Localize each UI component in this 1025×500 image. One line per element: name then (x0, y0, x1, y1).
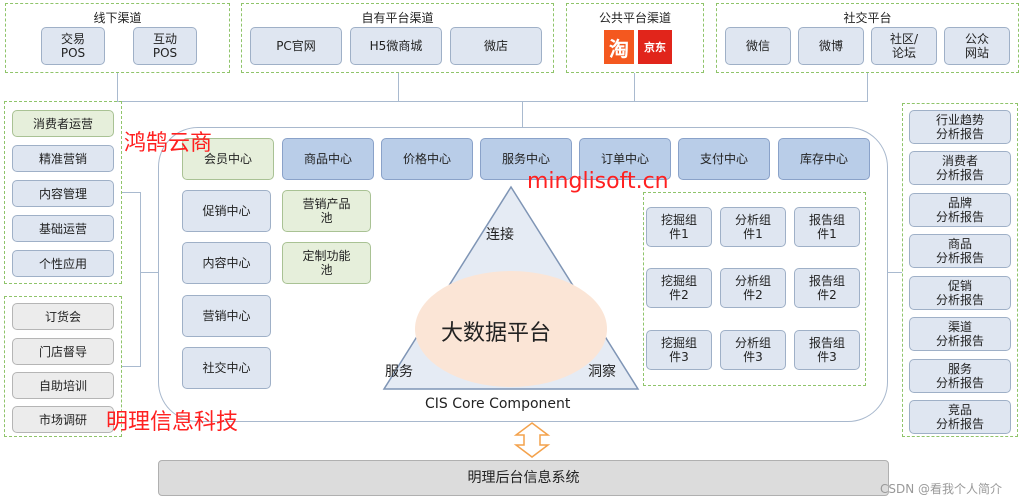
promotion-center-box[interactable]: 促销中心 (182, 190, 271, 232)
left-field-group (4, 296, 122, 437)
report-component-3[interactable]: 报告组 件3 (794, 330, 860, 370)
weibo-box[interactable]: 微博 (798, 27, 864, 65)
site-watermark: minglisoft.cn (527, 169, 669, 194)
industry-trend-report[interactable]: 行业趋势 分析报告 (909, 110, 1011, 144)
personal-app-box[interactable]: 个性应用 (12, 250, 114, 277)
basic-ops-box[interactable]: 基础运营 (12, 215, 114, 242)
public-channel-title: 公共平台渠道 (598, 11, 671, 25)
brand-watermark-1: 鸿鹄云商 (124, 131, 213, 156)
content-center-box[interactable]: 内容中心 (182, 242, 271, 284)
backend-system-bar[interactable]: 明理后台信息系统 (158, 460, 889, 496)
order-center-box[interactable]: 订单中心 (579, 138, 671, 180)
mining-component-2[interactable]: 挖掘组 件2 (646, 268, 712, 308)
community-box[interactable]: 社区/ 论坛 (871, 27, 937, 65)
connector-line (888, 272, 902, 273)
wechat-box[interactable]: 微信 (725, 27, 791, 65)
reports-group (902, 103, 1018, 437)
payment-center-box[interactable]: 支付中心 (678, 138, 770, 180)
consumer-report[interactable]: 消费者 分析报告 (909, 151, 1011, 185)
analysis-component-3[interactable]: 分析组 件3 (720, 330, 786, 370)
jd-logo: 京东 (638, 30, 672, 64)
product-center-box[interactable]: 商品中心 (282, 138, 374, 180)
connector-line (122, 366, 140, 367)
connector-line (522, 101, 523, 128)
custom-function-pool-box[interactable]: 定制功能 池 (282, 242, 371, 284)
double-arrow-icon (513, 422, 551, 458)
precision-marketing-box[interactable]: 精准营销 (12, 145, 114, 172)
inventory-center-box[interactable]: 库存中心 (778, 138, 870, 180)
connector-line (117, 101, 868, 102)
public-site-box[interactable]: 公众 网站 (944, 27, 1010, 65)
public-channel-group: 公共平台渠道 淘 京东 (566, 3, 704, 73)
components-group (643, 192, 866, 386)
product-report[interactable]: 商品 分析报告 (909, 234, 1011, 268)
mining-component-1[interactable]: 挖掘组 件1 (646, 207, 712, 247)
channel-report[interactable]: 渠道 分析报告 (909, 317, 1011, 351)
price-center-box[interactable]: 价格中心 (381, 138, 473, 180)
own-channel-title: 自有平台渠道 (361, 11, 434, 25)
h5-store-box[interactable]: H5微商城 (350, 27, 442, 65)
connector-line (398, 73, 399, 101)
analysis-component-1[interactable]: 分析组 件1 (720, 207, 786, 247)
connector-line (140, 272, 159, 273)
store-supervision-box[interactable]: 门店督导 (12, 338, 114, 365)
consumer-ops-box[interactable]: 消费者运营 (12, 110, 114, 137)
service-report[interactable]: 服务 分析报告 (909, 359, 1011, 393)
connector-line (867, 73, 868, 101)
micro-store-box[interactable]: 微店 (450, 27, 542, 65)
order-fair-box[interactable]: 订货会 (12, 303, 114, 330)
triangle-center-label: 大数据平台 (441, 321, 552, 346)
connector-line (117, 73, 118, 101)
pc-site-box[interactable]: PC官网 (250, 27, 342, 65)
social-channel-group: 社交平台 微信 微博 社区/ 论坛 公众 网站 (716, 3, 1019, 73)
service-center-box[interactable]: 服务中心 (480, 138, 572, 180)
triangle-top-label: 连接 (486, 227, 514, 243)
brand-report[interactable]: 品牌 分析报告 (909, 193, 1011, 227)
connector-line (140, 192, 141, 367)
trade-pos-box[interactable]: 交易 POS (41, 27, 105, 65)
taobao-logo: 淘 (604, 30, 634, 64)
self-training-box[interactable]: 自助培训 (12, 372, 114, 399)
core-label: CIS Core Component (425, 396, 571, 412)
report-component-1[interactable]: 报告组 件1 (794, 207, 860, 247)
social-center-box[interactable]: 社交中心 (182, 347, 271, 389)
promotion-report[interactable]: 促销 分析报告 (909, 276, 1011, 310)
triangle-left-label: 服务 (385, 364, 413, 380)
competitor-report[interactable]: 竞品 分析报告 (909, 400, 1011, 434)
connector-line (634, 73, 635, 101)
big-data-triangle (382, 185, 640, 390)
connector-line (122, 192, 140, 193)
analysis-component-2[interactable]: 分析组 件2 (720, 268, 786, 308)
member-center-box[interactable]: 会员中心 (182, 138, 274, 180)
own-channel-group: 自有平台渠道 PC官网 H5微商城 微店 (241, 3, 554, 73)
brand-watermark-2: 明理信息科技 (106, 410, 239, 435)
marketing-center-box[interactable]: 营销中心 (182, 295, 271, 337)
csdn-watermark: CSDN @看我个人简介 (880, 482, 1003, 496)
content-mgmt-box[interactable]: 内容管理 (12, 180, 114, 207)
left-ops-group (4, 101, 122, 284)
interactive-pos-box[interactable]: 互动 POS (133, 27, 197, 65)
triangle-right-label: 洞察 (588, 364, 616, 380)
marketing-product-pool-box[interactable]: 营销产品 池 (282, 190, 371, 232)
report-component-2[interactable]: 报告组 件2 (794, 268, 860, 308)
mining-component-3[interactable]: 挖掘组 件3 (646, 330, 712, 370)
offline-channel-group: 线下渠道 交易 POS 互动 POS (5, 3, 230, 73)
social-channel-title: 社交平台 (843, 11, 892, 25)
market-research-box[interactable]: 市场调研 (12, 406, 114, 433)
offline-channel-title: 线下渠道 (93, 11, 142, 25)
